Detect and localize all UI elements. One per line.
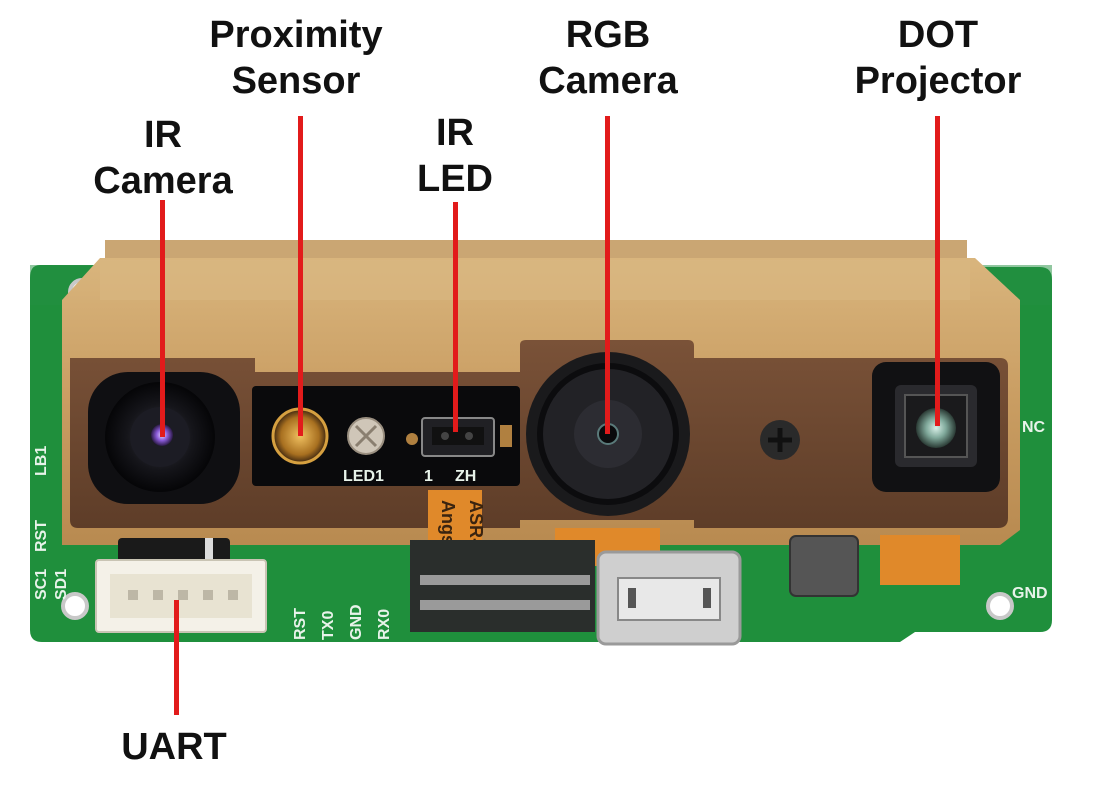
silk-zh: ZH	[455, 468, 476, 485]
label-rgb-camera: RGB Camera	[538, 14, 678, 102]
silk-rst: RST	[292, 608, 309, 640]
silk-sd1: SD1	[53, 569, 70, 600]
copper-heatsink	[105, 240, 967, 260]
pointer-line-uart	[174, 600, 179, 715]
dot-projector-emitter	[916, 408, 956, 448]
label-proximity-sensor: Proximity Sensor	[209, 14, 383, 102]
label-ir-led: IR LED	[417, 112, 493, 200]
silk-lb1: LB1	[33, 446, 50, 476]
silk-tx0: TX0	[320, 611, 337, 640]
label-ir-camera: IR Camera	[93, 114, 233, 202]
silk-rx0: RX0	[376, 609, 393, 640]
pointer-line-proximity-sensor	[298, 116, 303, 436]
silk-gnd-right: GND	[1012, 585, 1048, 602]
pointer-line-dot-projector	[935, 116, 940, 426]
silk-led1: LED1	[343, 468, 384, 485]
pointer-line-ir-camera	[160, 200, 165, 437]
proximity-sensor-chip	[273, 409, 327, 463]
pointer-line-rgb-camera	[605, 116, 610, 434]
silk-gnd: GND	[348, 604, 365, 640]
label-uart: UART	[121, 726, 227, 768]
silk-sc1: SC1	[33, 569, 50, 600]
label-dot-projector: DOT Projector	[854, 14, 1022, 102]
silk-nc: NC	[1022, 419, 1046, 436]
silk-rst-left: RST	[33, 520, 50, 552]
pointer-line-ir-led	[453, 202, 458, 432]
ir-led-chip	[432, 427, 484, 445]
silk-1: 1	[424, 468, 433, 485]
